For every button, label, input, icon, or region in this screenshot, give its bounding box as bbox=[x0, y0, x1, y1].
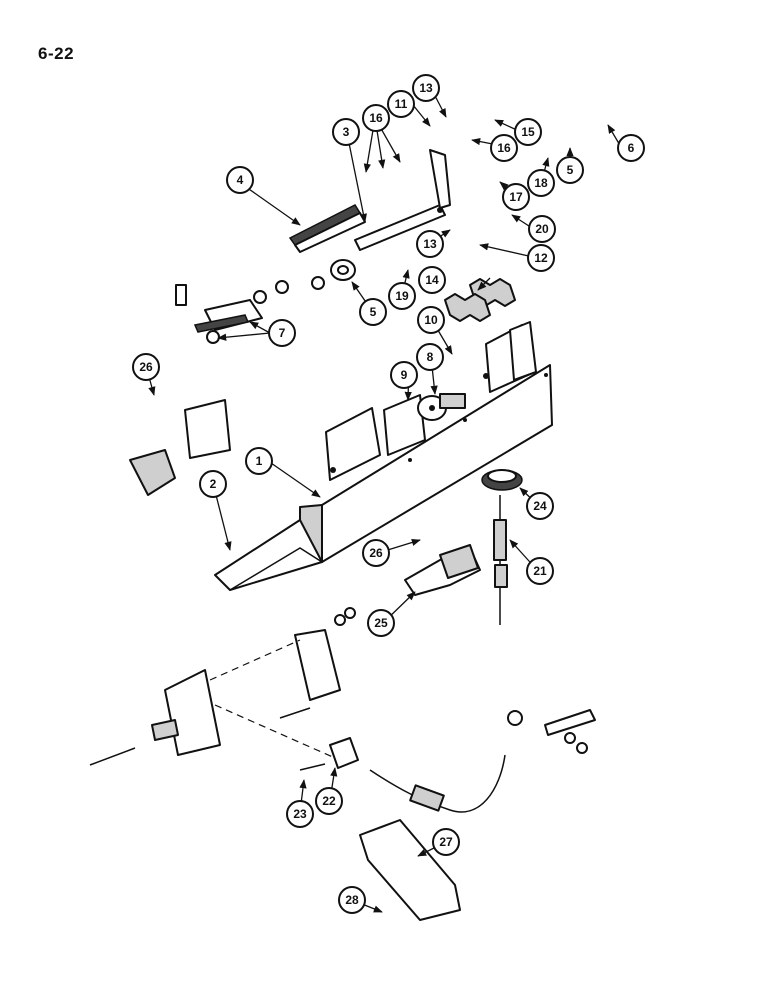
left-hardware-cluster bbox=[175, 276, 325, 344]
pivot-pin-part bbox=[417, 393, 466, 421]
svg-text:16: 16 bbox=[497, 141, 511, 155]
svg-text:15: 15 bbox=[521, 125, 535, 139]
svg-text:13: 13 bbox=[423, 237, 437, 251]
clamp-part bbox=[507, 709, 596, 754]
svg-text:28: 28 bbox=[345, 893, 359, 907]
svg-text:2: 2 bbox=[210, 477, 217, 491]
callout-14: 14 bbox=[418, 266, 446, 294]
svg-text:3: 3 bbox=[343, 125, 350, 139]
callout-26-left: 26 bbox=[132, 353, 160, 381]
svg-text:19: 19 bbox=[395, 289, 409, 303]
svg-text:24: 24 bbox=[533, 499, 547, 513]
callout-23: 23 bbox=[286, 800, 314, 828]
callout-17: 17 bbox=[502, 183, 530, 211]
callout-5-right: 5 bbox=[556, 156, 584, 184]
svg-text:21: 21 bbox=[533, 564, 547, 578]
strap-bracket-part bbox=[404, 544, 481, 596]
svg-text:25: 25 bbox=[374, 616, 388, 630]
callout-26-center: 26 bbox=[362, 539, 390, 567]
svg-text:6: 6 bbox=[628, 141, 635, 155]
callout-2: 2 bbox=[199, 470, 227, 498]
svg-text:11: 11 bbox=[395, 97, 408, 111]
callout-28: 28 bbox=[338, 886, 366, 914]
svg-text:14: 14 bbox=[425, 273, 439, 287]
callout-3: 3 bbox=[332, 118, 360, 146]
callout-5-center: 5 bbox=[359, 298, 387, 326]
callout-4: 4 bbox=[226, 166, 254, 194]
callout-13-top: 13 bbox=[412, 74, 440, 102]
svg-text:20: 20 bbox=[535, 222, 549, 236]
lever-arm-part bbox=[288, 149, 451, 253]
svg-text:10: 10 bbox=[424, 313, 438, 327]
callout-12: 12 bbox=[527, 244, 555, 272]
callout-7: 7 bbox=[268, 319, 296, 347]
svg-text:1: 1 bbox=[256, 454, 263, 468]
callout-21: 21 bbox=[526, 557, 554, 585]
spring-part bbox=[444, 278, 516, 322]
callout-16-right: 16 bbox=[490, 134, 518, 162]
lower-linkage-part bbox=[89, 607, 359, 771]
svg-text:13: 13 bbox=[419, 81, 433, 95]
callout-22: 22 bbox=[315, 787, 343, 815]
svg-text:18: 18 bbox=[534, 176, 548, 190]
svg-text:16: 16 bbox=[369, 111, 383, 125]
svg-text:17: 17 bbox=[509, 190, 523, 204]
svg-text:26: 26 bbox=[139, 360, 153, 374]
svg-text:7: 7 bbox=[279, 326, 286, 340]
callout-8: 8 bbox=[416, 343, 444, 371]
callout-20: 20 bbox=[528, 215, 556, 243]
callout-27: 27 bbox=[432, 828, 460, 856]
svg-text:12: 12 bbox=[534, 251, 548, 265]
svg-text:8: 8 bbox=[427, 350, 434, 364]
svg-text:23: 23 bbox=[293, 807, 307, 821]
callout-13-lower: 13 bbox=[416, 230, 444, 258]
callout-9: 9 bbox=[390, 361, 418, 389]
svg-text:4: 4 bbox=[237, 173, 244, 187]
bushing-part bbox=[330, 259, 356, 281]
bowden-cable-part bbox=[359, 754, 506, 921]
svg-text:5: 5 bbox=[567, 163, 574, 177]
svg-text:26: 26 bbox=[369, 546, 383, 560]
page-number: 6-22 bbox=[38, 44, 75, 63]
callout-25: 25 bbox=[367, 609, 395, 637]
callout-19: 19 bbox=[388, 282, 416, 310]
callout-16-left: 16 bbox=[362, 104, 390, 132]
callout-24: 24 bbox=[526, 492, 554, 520]
svg-text:5: 5 bbox=[370, 305, 377, 319]
callout-1: 1 bbox=[245, 447, 273, 475]
svg-text:27: 27 bbox=[439, 835, 453, 849]
mounting-bracket-part bbox=[129, 399, 231, 496]
callout-18: 18 bbox=[527, 169, 555, 197]
svg-text:9: 9 bbox=[401, 368, 408, 382]
callout-6: 6 bbox=[617, 134, 645, 162]
callout-15: 15 bbox=[514, 118, 542, 146]
cable-part bbox=[481, 469, 523, 625]
main-frame-part bbox=[214, 321, 553, 591]
callout-11: 11 bbox=[387, 90, 415, 118]
svg-text:22: 22 bbox=[322, 794, 336, 808]
callout-10: 10 bbox=[417, 306, 445, 334]
